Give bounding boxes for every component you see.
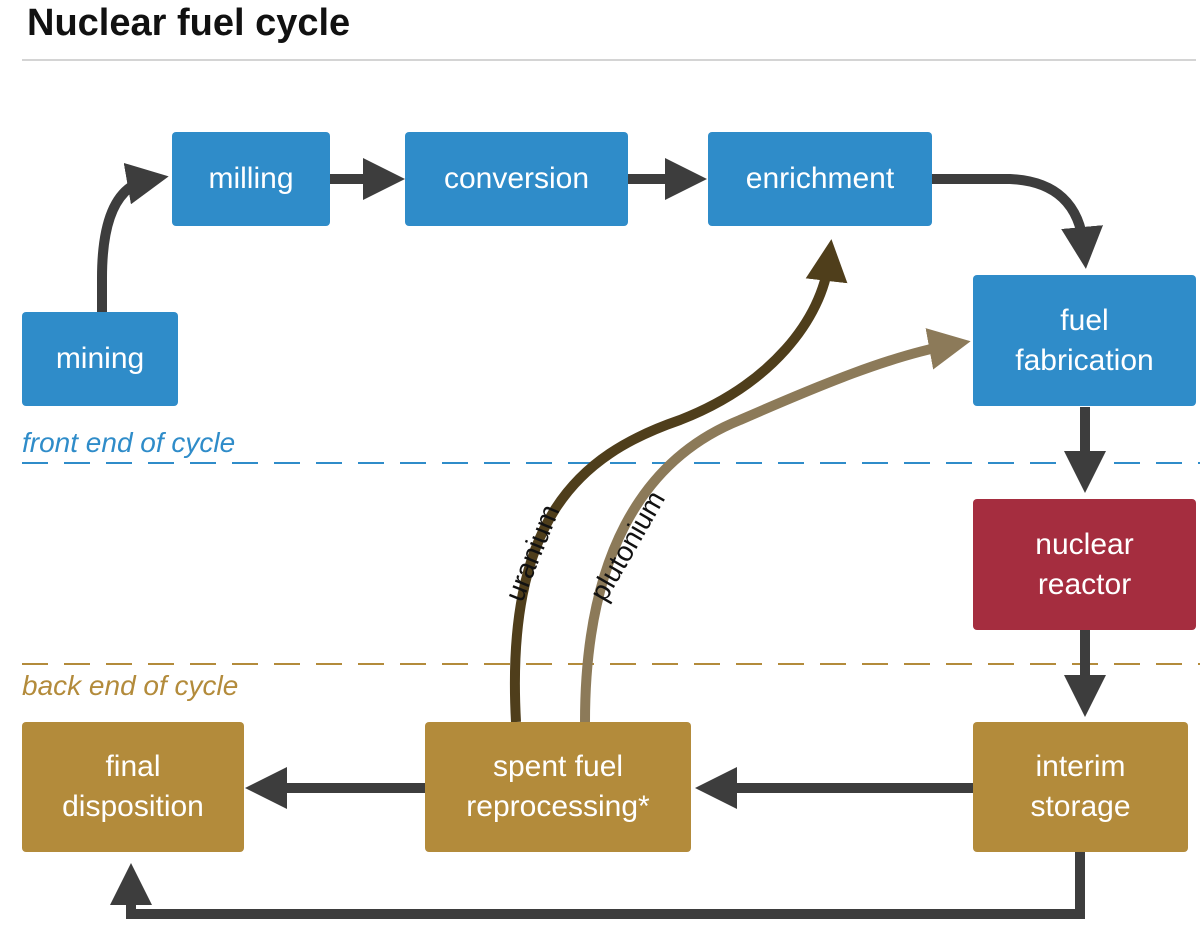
- spent-fuel-reprocessing-label: spent fuel reprocessing*: [466, 750, 650, 823]
- final-disposition-box: final disposition: [22, 722, 244, 852]
- front-end-label: front end of cycle: [22, 427, 236, 458]
- interim-storage-label: interim storage: [1030, 750, 1131, 823]
- milling-label: milling: [208, 162, 294, 195]
- enrichment-box: enrichment: [708, 132, 932, 226]
- nuclear-reactor-box: nuclear reactor: [973, 499, 1196, 630]
- spent-fuel-reprocessing-box: spent fuel reprocessing*: [425, 722, 691, 852]
- arrow-mining-to-milling: [97, 162, 169, 315]
- enrichment-label: enrichment: [745, 162, 895, 195]
- fuel-fabrication-box: fuel fabrication: [973, 275, 1196, 406]
- nuclear-reactor-label: nuclear reactor: [1035, 527, 1134, 601]
- conversion-label: conversion: [443, 162, 590, 195]
- arrow-enrichment-to-fuel-fabrication: [932, 174, 1104, 269]
- fuel-fabrication-label: fuel fabrication: [1015, 303, 1154, 377]
- milling-box: milling: [172, 132, 330, 226]
- conversion-box: conversion: [405, 132, 628, 226]
- mining-label: mining: [55, 342, 145, 375]
- title-divider: [22, 59, 1196, 61]
- mining-box: mining: [22, 312, 178, 406]
- arrow-interim-storage-to-final-disposition: [110, 852, 1085, 919]
- interim-storage-box: interim storage: [973, 722, 1188, 852]
- final-disposition-label: final disposition: [62, 750, 204, 823]
- arrow-plutonium-to-fuel-fabrication: [580, 328, 971, 723]
- arrow-uranium-to-enrichment: [509, 239, 848, 723]
- page-title: Nuclear fuel cycle: [27, 2, 351, 44]
- back-end-label: back end of cycle: [22, 670, 239, 701]
